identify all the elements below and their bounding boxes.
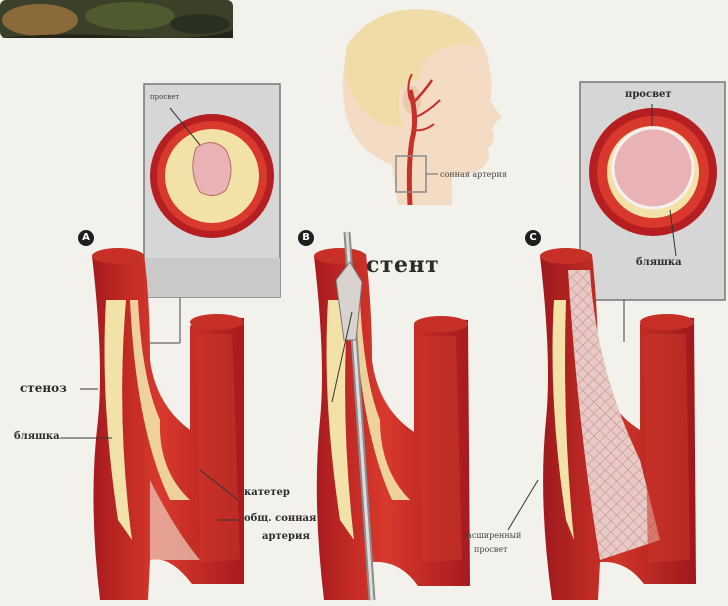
label-plaque-a: бляшка [14, 432, 60, 442]
label-common-carotid-1: общ. сонная [244, 514, 316, 524]
label-lumen-a: просвет [150, 94, 179, 101]
label-carotid-head: сонная артерия [440, 171, 507, 179]
label-stenosis: стеноз [20, 382, 67, 394]
panel-a-artery [92, 248, 244, 600]
label-common-carotid-2: артерия [262, 532, 310, 542]
panel-b-artery [314, 232, 470, 600]
label-lumen-c: просвет [625, 90, 672, 100]
panel-b-marker: B [298, 230, 314, 246]
panel-c-cross-section [580, 82, 725, 342]
label-catheter: катетер [244, 488, 290, 498]
label-plaque-c: бляшка [636, 258, 682, 268]
panel-c-artery [508, 248, 696, 600]
label-stent: стент [366, 254, 439, 276]
label-expanded-lumen-1: расширенный [462, 532, 521, 540]
label-expanded-lumen-2: просвет [474, 546, 507, 554]
panel-c-marker: C [525, 230, 541, 246]
panel-a-marker: A [78, 230, 94, 246]
panel-a-cross-section [144, 84, 280, 343]
photo-fragment [0, 0, 233, 38]
